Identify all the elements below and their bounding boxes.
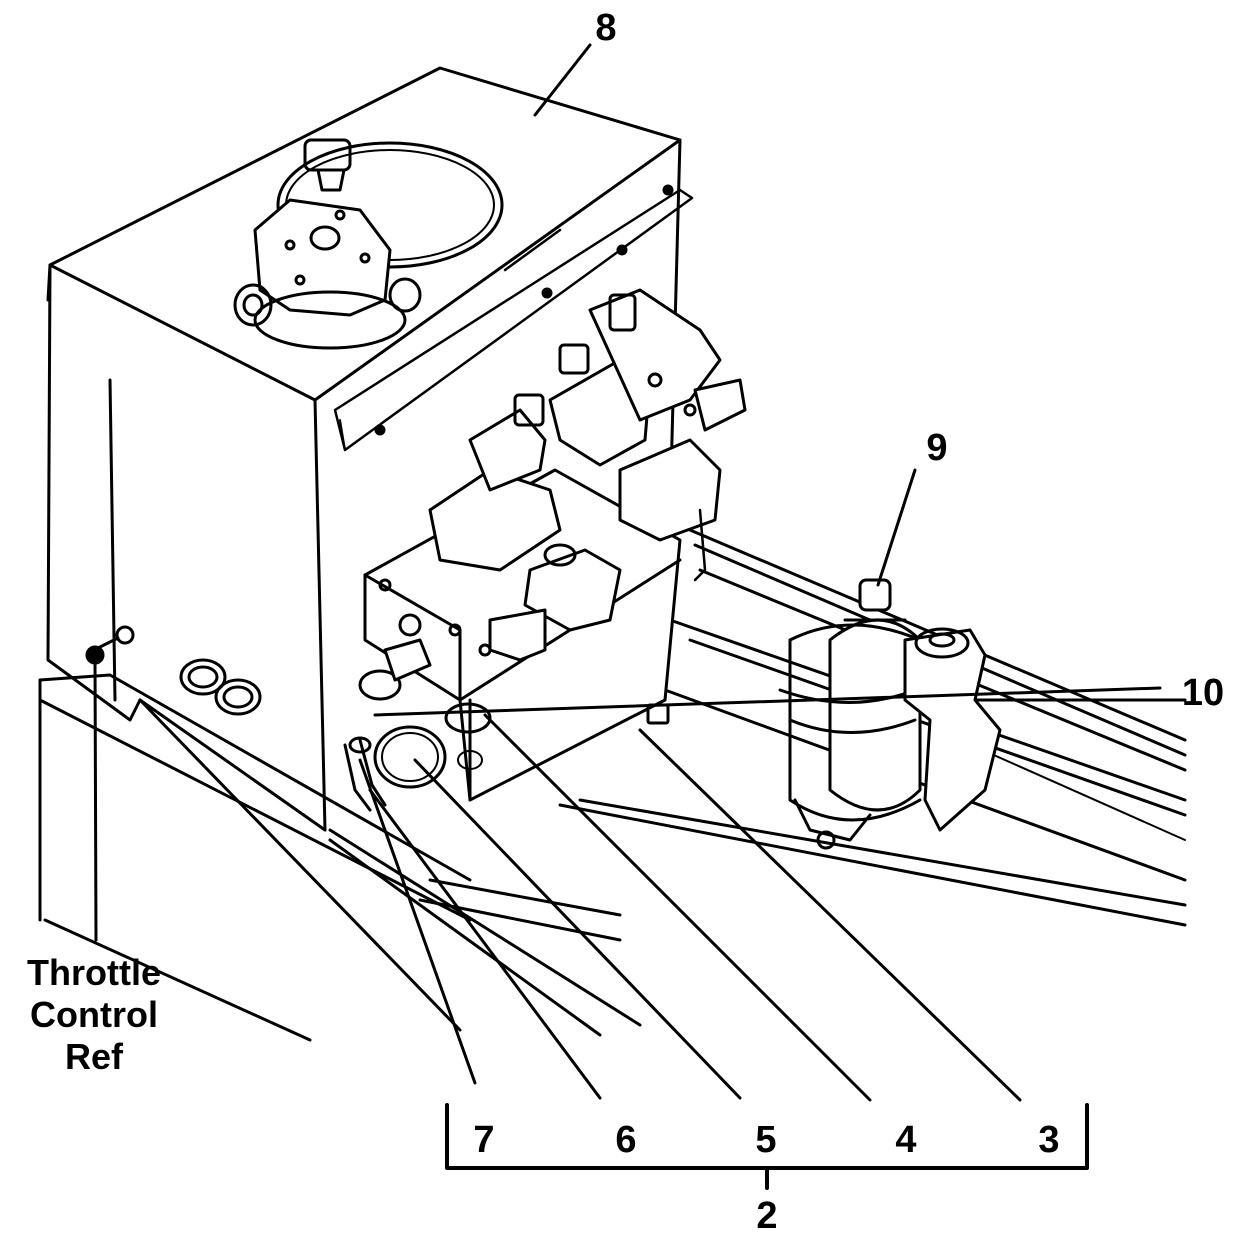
callout-5: 5 (755, 1119, 776, 1161)
callout-2: 2 (756, 1195, 777, 1236)
leader-lines (93, 43, 1162, 1102)
leader-5 (413, 758, 742, 1100)
throttle-label-line-2: Control (30, 994, 158, 1035)
suction-port-fitting (373, 725, 447, 789)
throttle-control-fitting (85, 625, 135, 665)
callout-10: 10 (1182, 672, 1224, 714)
return-filter-head (233, 198, 422, 350)
accumulator-bracket (903, 627, 1002, 832)
skid-base (38, 673, 642, 1042)
reservoir-tank (46, 66, 694, 832)
hose-fitting (343, 736, 387, 812)
leader-8 (533, 43, 592, 117)
drain-plug (358, 638, 432, 701)
leader-throttle (93, 658, 98, 942)
filler-breather-cap (303, 138, 352, 192)
leader-9 (876, 468, 917, 587)
callout-9: 9 (926, 427, 947, 469)
accumulator (778, 578, 922, 850)
leader-3 (638, 728, 1022, 1102)
callout-6: 6 (615, 1119, 636, 1161)
leader-4 (483, 713, 872, 1102)
valve-manifold (363, 288, 747, 802)
callout-8: 8 (595, 7, 616, 49)
leader-10 (373, 686, 1162, 717)
group-bracket (445, 1103, 1089, 1190)
leader-6 (368, 788, 602, 1100)
throttle-label-line-3: Ref (65, 1036, 124, 1077)
callout-7: 7 (473, 1119, 494, 1161)
leader-7 (358, 758, 477, 1085)
callout-4: 4 (895, 1119, 916, 1161)
throttle-label-line-1: Throttle (27, 952, 161, 993)
sight-gauges (179, 658, 262, 716)
callout-3: 3 (1038, 1119, 1059, 1161)
